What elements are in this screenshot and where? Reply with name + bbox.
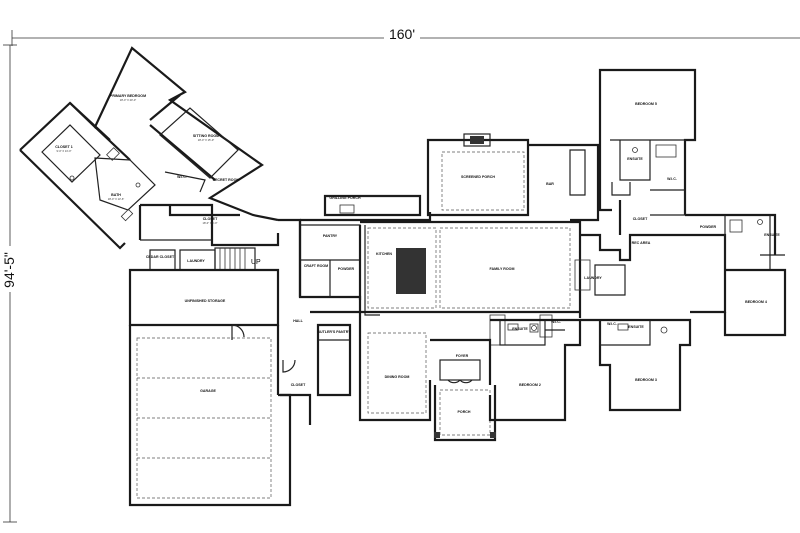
room-label-ensuite-b4: ENSUITE (627, 157, 643, 161)
room-label-closet-b5: CLOSET (633, 217, 648, 221)
room-label-family-room: FAMILY ROOM (490, 267, 515, 271)
room-label-wic-right: W.I.C. (607, 322, 617, 326)
room-label-wic: W.I.C. (177, 175, 187, 179)
room-size-closet1: 9'-0" X 13'-0" (57, 149, 72, 153)
rec-area-wing (574, 68, 787, 337)
room-label-garage: GARAGE (200, 389, 216, 393)
room-label-bath: BATH (111, 193, 121, 197)
room-label-powder-right: POWDER (700, 225, 717, 229)
height-dimension-label: 94'-5" (1, 252, 17, 288)
room-label-hall-center: HALL (293, 319, 303, 323)
room-label-dining-room: DINING ROOM (385, 375, 410, 379)
stair-up-label: UP (251, 259, 261, 266)
room-label-bedroom4: BEDROOM 4 (745, 300, 767, 304)
room-label-laundry-right: LAUNDRY (584, 276, 602, 280)
room-label-cedar-closet: CEDAR CLOSET (146, 255, 175, 259)
room-label-primary-bedroom: PRIMARY BEDROOM (110, 94, 146, 98)
room-label-pantry: PANTRY (323, 234, 338, 238)
central-living (278, 133, 600, 346)
room-label-unfinished-storage: UNFINISHED STORAGE (185, 299, 226, 303)
stair: UP (214, 247, 261, 271)
front-rooms (310, 310, 497, 442)
room-label-ensuite-b5: ENSUITE (764, 233, 780, 237)
room-size-bath: 18'-0" X 13'-6" (108, 197, 124, 201)
room-label-secret-room: SECRET ROOM (213, 178, 240, 182)
width-dimension-label: 160' (389, 26, 415, 42)
bedroom2-area (488, 318, 582, 422)
room-label-closet-upper: CLOSET (203, 217, 218, 221)
room-label-wic-b2: W.I.C. (551, 320, 561, 324)
room-size-sitting-room: 18'-0" X 15'-0" (198, 138, 214, 142)
room-label-bar: BAR (546, 182, 554, 186)
room-label-kitchen: KITCHEN (376, 252, 392, 256)
room-label-wic-b4: W.I.C. (667, 177, 677, 181)
room-label-ensuite-b2: ENSUITE (512, 327, 528, 331)
room-label-bedroom3: BEDROOM 3 (635, 378, 657, 382)
room-label-craft-room: CRAFT ROOM (304, 264, 328, 268)
room-label-closet-hall: CLOSET (291, 383, 306, 387)
room-label-screened-porch: SCREENED PORCH (461, 175, 495, 179)
room-label-bedroom5: BEDROOM 5 (635, 102, 657, 106)
room-label-laundry-left: LAUNDRY (187, 259, 205, 263)
dimension-lines: 160' 94'-5" (0, 26, 800, 523)
bedroom3-lower-area (580, 318, 692, 412)
room-label-sitting-room: SITTING ROOM (193, 134, 219, 138)
room-size-closet-upper: 18'-0" X 6'-0" (203, 221, 218, 225)
room-label-bedroom2: BEDROOM 2 (519, 383, 541, 387)
room-label-ensuite-b3: ENSUITE (628, 325, 644, 329)
room-label-butlers-pantry: BUTLER'S PANTRY (317, 330, 351, 334)
garage-wing (128, 268, 312, 507)
room-size-primary-bedroom: 18'-0" X 20'-0" (120, 98, 136, 102)
room-label-foyer: FOYER (456, 354, 469, 358)
room-label-porch: PORCH (458, 410, 471, 414)
room-label-powder-left: POWDER (338, 267, 355, 271)
room-label-rec-area: REC AREA (632, 241, 651, 245)
room-label-closet1: CLOSET 1 (55, 145, 73, 149)
primary-suite-wing: UP (19, 46, 280, 271)
room-label-grilling-porch: GRILLING PORCH (329, 196, 361, 200)
